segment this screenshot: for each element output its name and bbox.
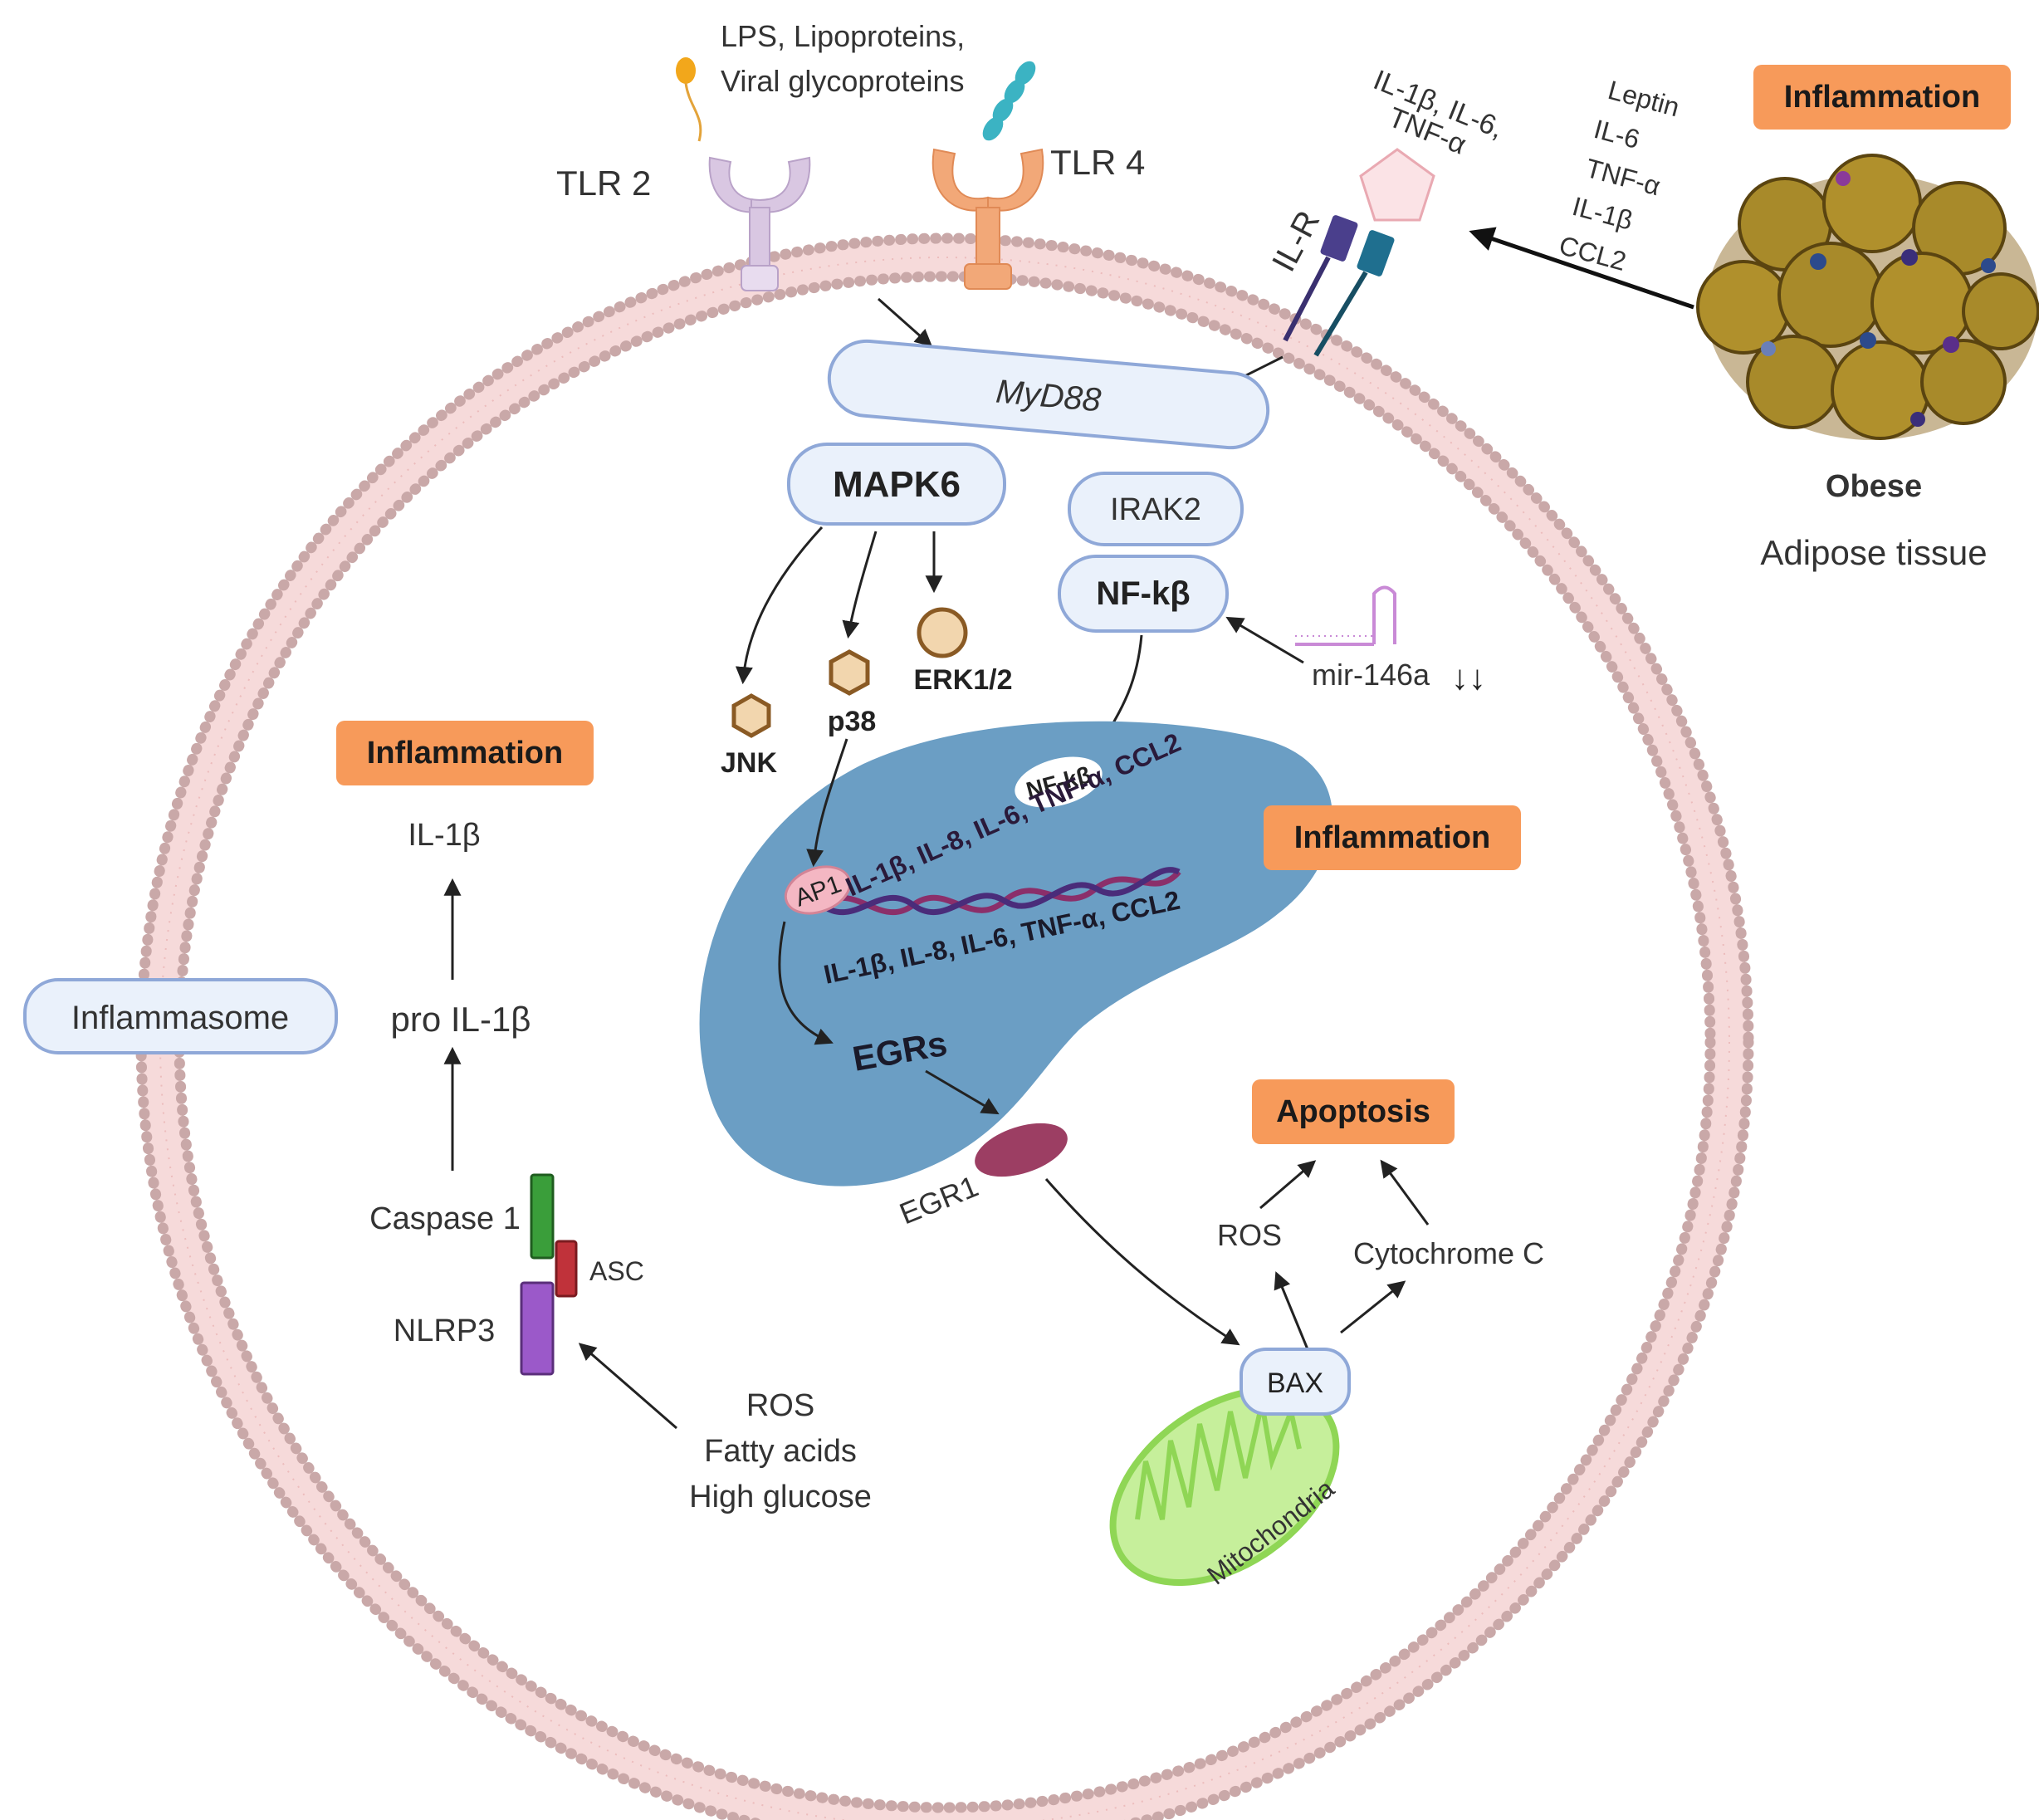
svg-text:Obese: Obese xyxy=(1826,469,1922,504)
svg-text:mir-146a: mir-146a xyxy=(1312,658,1430,692)
nlrp3-triggers: ROS Fatty acids High glucose xyxy=(689,1388,872,1514)
cytokine-list: IL-1β, IL-6, TNF-α xyxy=(1369,64,1508,161)
tlr4-label: TLR 4 xyxy=(1050,143,1145,182)
mirna-to-nfkb-arrow xyxy=(1225,616,1304,664)
svg-text:IL-1β: IL-1β xyxy=(1569,191,1636,236)
cytochrome-label: Cytochrome C xyxy=(1353,1236,1544,1270)
asc-label: ASC xyxy=(589,1256,644,1286)
nucleus-nfkb-tag: NF-kβ xyxy=(1015,756,1103,808)
mirna-label: mir-146a ↓↓ xyxy=(1312,658,1486,697)
svg-text:Leptin: Leptin xyxy=(1605,75,1683,122)
ros-to-apoptosis-arrow xyxy=(1259,1160,1317,1210)
svg-text:Inflammation: Inflammation xyxy=(1784,80,1980,115)
mapk6-to-jnk-arrow xyxy=(735,526,824,685)
asc-block xyxy=(555,1240,578,1298)
svg-text:High glucose: High glucose xyxy=(689,1480,872,1514)
ros-label: ROS xyxy=(1217,1218,1282,1252)
nlrp3-label: NLRP3 xyxy=(394,1314,496,1348)
svg-text:MAPK6: MAPK6 xyxy=(833,464,961,505)
svg-text:IL-6: IL-6 xyxy=(1591,114,1643,154)
egr1-icon xyxy=(975,1123,1068,1177)
nlrp3-block xyxy=(520,1281,555,1376)
apoptosis-badge: Apoptosis xyxy=(1252,1079,1455,1144)
mapk6-pill: MAPK6 xyxy=(787,443,1006,526)
tlr2-label: TLR 2 xyxy=(556,164,651,203)
egrs-to-egr1-arrow xyxy=(925,1069,1000,1115)
inflammasome-pill: Inflammasome xyxy=(23,978,338,1054)
cytokine-ligand-icon xyxy=(1359,148,1435,222)
erk-node: ERK1/2 xyxy=(913,607,1013,696)
ap1-to-egrs-arrow xyxy=(778,921,834,1045)
svg-text:Inflammasome: Inflammasome xyxy=(71,1000,289,1036)
svg-text:Inflammation: Inflammation xyxy=(1294,820,1490,855)
inflammasome-inflammation-badge: Inflammation xyxy=(336,721,594,785)
svg-text:LPS, Lipoproteins,: LPS, Lipoproteins, xyxy=(721,19,965,53)
egr1-to-bax-arrow xyxy=(1044,1178,1240,1346)
adipose-label: Obese Adipose tissue xyxy=(1760,469,1987,572)
svg-text:Adipose tissue: Adipose tissue xyxy=(1760,533,1987,572)
bax-pill: BAX xyxy=(1240,1348,1351,1416)
viral-glycoprotein-icon xyxy=(982,61,1036,141)
svg-text:Fatty acids: Fatty acids xyxy=(704,1434,857,1469)
svg-text:NF-kβ: NF-kβ xyxy=(1096,575,1190,612)
svg-text:BAX: BAX xyxy=(1267,1367,1323,1399)
triggers-to-nlrp3-arrow xyxy=(578,1343,677,1430)
svg-text:TNF-α: TNF-α xyxy=(1582,153,1664,201)
nfkb-pill: NF-kβ xyxy=(1058,555,1229,633)
nucleus xyxy=(699,721,1332,1186)
myd88-pill: MyD88 xyxy=(827,339,1270,450)
ilr-label: IL-R xyxy=(1265,205,1327,277)
svg-text:ERK1/2: ERK1/2 xyxy=(913,664,1012,696)
lps-icon xyxy=(676,57,702,142)
il1b-label: IL-1β xyxy=(408,818,480,853)
adipokine-list: Leptin IL-6 TNF-α IL-1β CCL2 xyxy=(1556,75,1683,276)
svg-text:ROS: ROS xyxy=(746,1388,814,1423)
caspase-label: Caspase 1 xyxy=(369,1201,521,1236)
svg-text:Apoptosis: Apoptosis xyxy=(1276,1094,1430,1129)
adipose-badge: Inflammation xyxy=(1753,65,2011,130)
svg-text:CCL2: CCL2 xyxy=(1556,230,1629,276)
p38-to-ap1-arrow xyxy=(806,738,848,868)
caspase-block xyxy=(530,1173,555,1260)
pro-il1b-label: pro IL-1β xyxy=(391,1000,531,1039)
bax-to-ros-arrow xyxy=(1274,1271,1309,1350)
tlr4-receptor-icon xyxy=(931,148,1044,290)
bax-to-cytochrome-arrow xyxy=(1340,1280,1406,1334)
dna-helix-icon xyxy=(819,867,1181,916)
adipose-arrow xyxy=(1469,227,1694,310)
p38-node: p38 xyxy=(828,649,877,737)
svg-text:p38: p38 xyxy=(828,706,877,737)
egr1-label: EGR1 xyxy=(895,1169,983,1231)
mapk6-to-p38-arrow xyxy=(842,531,878,639)
svg-text:↓↓: ↓↓ xyxy=(1451,658,1486,697)
svg-text:Inflammation: Inflammation xyxy=(367,736,563,771)
mirna-hairpin-icon xyxy=(1295,585,1396,646)
adipose-tissue-icon xyxy=(1696,154,2039,440)
tlr2-receptor-icon xyxy=(708,156,811,291)
il-receptor-icon xyxy=(1283,215,1395,357)
svg-text:JNK: JNK xyxy=(721,747,777,779)
svg-text:Viral glycoproteins: Viral glycoproteins xyxy=(721,64,964,98)
cytochrome-to-apoptosis-arrow xyxy=(1380,1159,1430,1226)
nucleus-inflammation-badge: Inflammation xyxy=(1264,805,1521,870)
svg-text:IRAK2: IRAK2 xyxy=(1110,492,1201,527)
tlr-to-myd88-arrow xyxy=(878,297,933,347)
jnk-node: JNK xyxy=(721,693,777,779)
irak2-pill: IRAK2 xyxy=(1068,472,1244,546)
ligand-label: LPS, Lipoproteins, Viral glycoproteins xyxy=(721,19,965,98)
ap1-tag: AP1 xyxy=(784,865,852,915)
